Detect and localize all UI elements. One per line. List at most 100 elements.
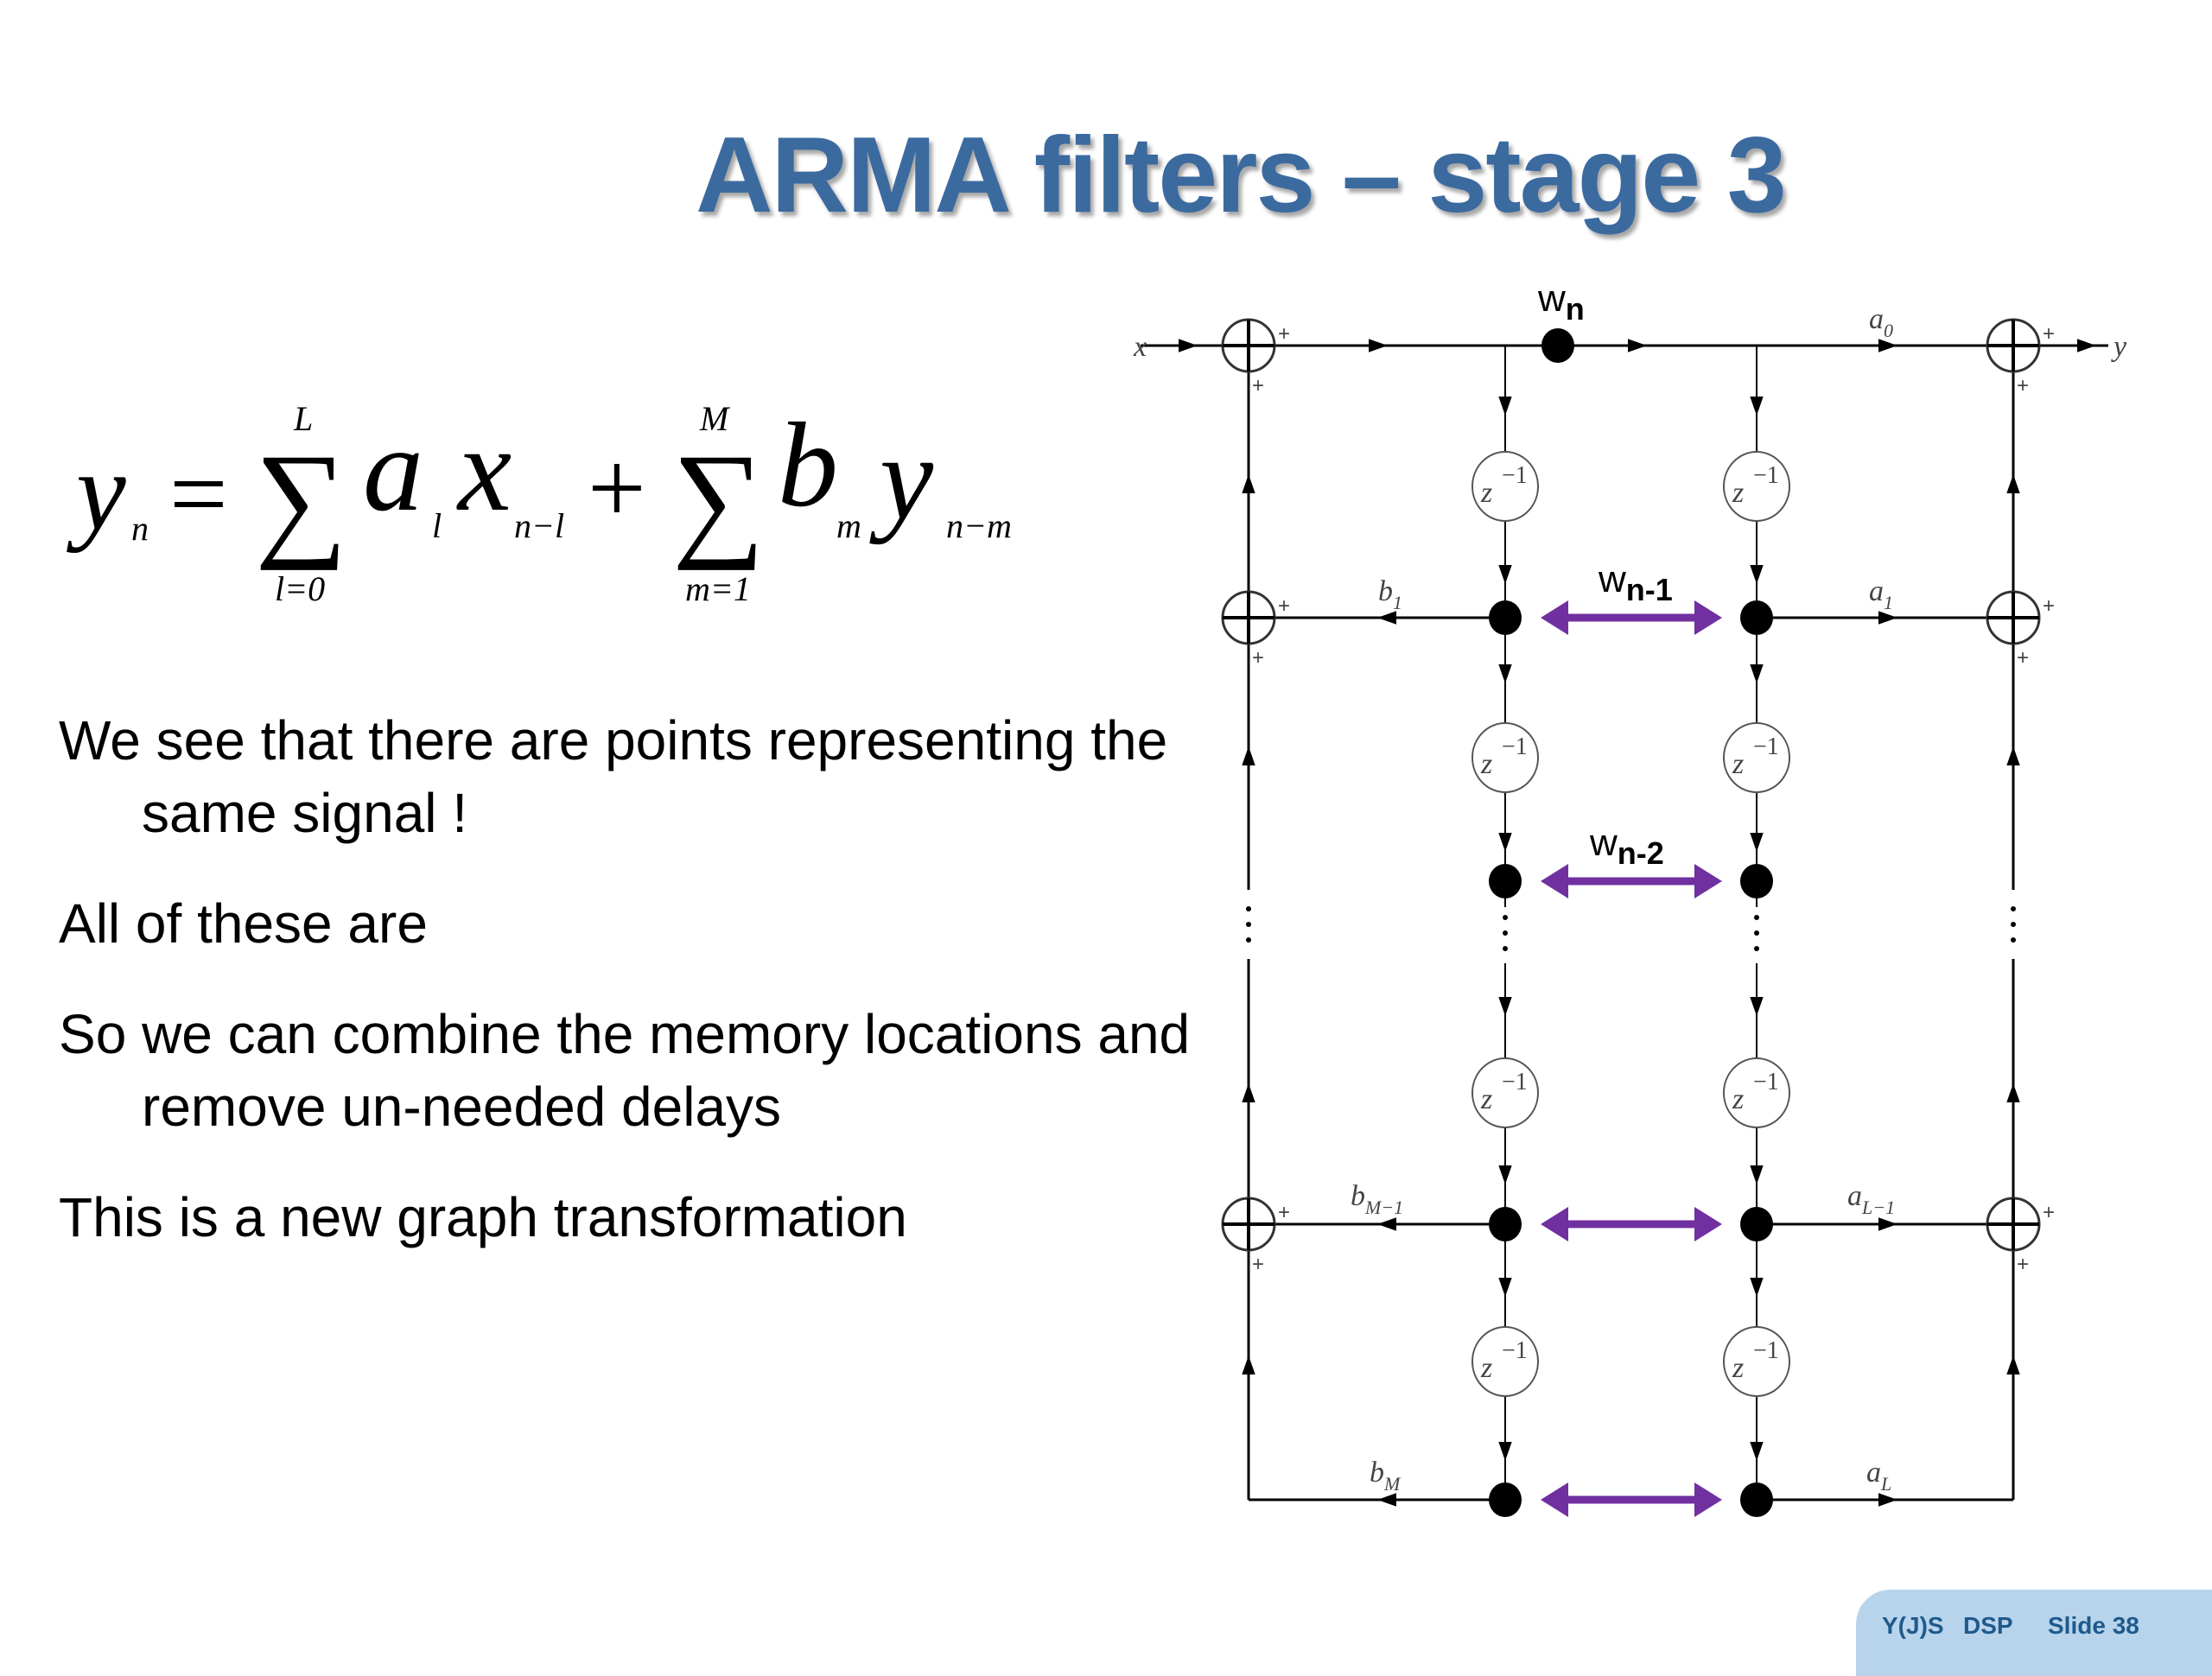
ellipsis-dot <box>1503 915 1508 920</box>
ellipsis-dot <box>1754 946 1759 951</box>
eq-var-y-sub: n−m <box>946 506 1012 545</box>
flow-arrow <box>2006 1355 2020 1374</box>
plus-sign: + <box>2043 594 2055 618</box>
eq-sum2-upper: M <box>699 399 731 438</box>
eq-sum2: ∑ <box>672 428 765 571</box>
eq-var-x: x <box>456 403 512 536</box>
plus-sign: + <box>1252 374 1264 397</box>
footer-slide-number: Slide 38 <box>2048 1612 2139 1639</box>
flow-arrow <box>2006 746 2020 765</box>
ellipsis-dot <box>2011 922 2016 927</box>
eq-coef-a-sub: l <box>432 506 442 545</box>
eq-coef-b-sub: m <box>836 506 861 545</box>
eq-lhs: y <box>67 429 126 554</box>
delay-label: z <box>1732 748 1744 780</box>
delay-exponent: −1 <box>1502 1337 1528 1364</box>
signal-node <box>1740 864 1773 898</box>
delay-element <box>1471 451 1539 522</box>
bullet-3: So we can combine the memory locations a… <box>59 1003 1191 1138</box>
delay-label: z <box>1480 748 1492 780</box>
bullet-4: This is a new graph transformation <box>59 1186 907 1248</box>
signal-node <box>1489 864 1522 898</box>
delay-label: z <box>1732 1352 1744 1384</box>
plus-sign: + <box>1252 646 1264 670</box>
flow-arrow <box>1377 1493 1396 1507</box>
merge-arrowhead-left <box>1541 864 1568 898</box>
eq-sum1-upper: L <box>293 399 313 438</box>
flow-arrow <box>1750 997 1764 1016</box>
flow-arrow <box>1750 1442 1764 1461</box>
slide-title: ARMA filters – stage 3 <box>696 116 1787 235</box>
node-label-wn-2: wn-2 <box>1589 822 1664 871</box>
footer-author: Y(J)S <box>1882 1612 1944 1639</box>
flow-arrow <box>1377 611 1396 625</box>
flow-arrow <box>1498 664 1512 683</box>
bullet-1: We see that there are points representin… <box>59 709 1168 844</box>
plus-sign: + <box>1278 322 1290 346</box>
delay-element <box>1723 451 1790 522</box>
flow-arrow <box>1750 1278 1764 1297</box>
flow-arrow <box>1498 997 1512 1016</box>
merge-arrowhead-left <box>1541 600 1568 635</box>
ellipsis-dot <box>1246 937 1251 943</box>
delay-label: z <box>1480 1083 1492 1115</box>
delay-exponent: −1 <box>1753 733 1779 760</box>
flow-arrow <box>1242 474 1255 493</box>
ellipsis-dot <box>1503 930 1508 936</box>
flow-arrow <box>2006 474 2020 493</box>
eq-lhs-sub: n <box>131 509 149 548</box>
arma-equation: y n = ∑ L l=0 a l x n−l + ∑ M m=1 b m y … <box>67 398 1012 608</box>
flow-arrow <box>1242 746 1255 765</box>
merge-arrowhead-left <box>1541 1207 1568 1241</box>
delay-label: z <box>1732 477 1744 509</box>
signal-node <box>1489 1207 1522 1241</box>
flow-arrow <box>1179 339 1198 352</box>
delay-label: z <box>1480 477 1492 509</box>
flow-arrow <box>1750 833 1764 852</box>
input-label-x: x <box>1133 331 1147 363</box>
coef-bM: bM <box>1370 1457 1402 1495</box>
eq-var-y: y <box>869 411 934 545</box>
plus-sign: + <box>2017 646 2029 670</box>
signal-node <box>1740 1482 1773 1517</box>
delay-element <box>1471 1326 1539 1397</box>
coef-a1: a1 <box>1869 575 1893 613</box>
node-label-wn-1: wn-1 <box>1598 558 1673 607</box>
plus-sign: + <box>2043 1201 2055 1224</box>
flow-arrow <box>1498 833 1512 852</box>
slide-footer: Y(J)S DSP Slide 38 <box>1856 1590 2212 1676</box>
signal-node <box>1489 1482 1522 1517</box>
bullet-2: All of these are <box>59 892 428 955</box>
signal-node <box>1740 1207 1773 1241</box>
merge-arrowhead-right <box>1694 1207 1722 1241</box>
ellipsis-dot <box>1503 946 1508 951</box>
flow-arrow <box>1750 565 1764 584</box>
delay-element <box>1723 1057 1790 1128</box>
delay-exponent: −1 <box>1502 1069 1528 1095</box>
flow-arrow <box>2006 1083 2020 1102</box>
flow-arrow <box>1750 1165 1764 1184</box>
plus-sign: + <box>2017 374 2029 397</box>
plus-sign: + <box>1278 1201 1290 1224</box>
eq-sum1-lower: l=0 <box>275 569 325 608</box>
ellipsis-dot <box>1246 922 1251 927</box>
plus-sign: + <box>2043 322 2055 346</box>
coef-aL-1: aL−1 <box>1847 1180 1895 1218</box>
merge-arrowhead-right <box>1694 1482 1722 1517</box>
ellipsis-dot <box>2011 937 2016 943</box>
eq-coef-b: b <box>778 398 838 532</box>
flow-arrow <box>1377 1217 1396 1231</box>
delay-element <box>1723 1326 1790 1397</box>
node-label-wn: wn <box>1537 277 1585 327</box>
flow-arrow <box>1242 1355 1255 1374</box>
flow-arrow <box>1878 339 1897 352</box>
ellipsis-dot <box>1246 906 1251 911</box>
merge-arrowhead-right <box>1694 864 1722 898</box>
ellipsis-dot <box>2011 906 2016 911</box>
flow-arrow <box>1878 1493 1897 1507</box>
coef-a0: a0 <box>1869 303 1893 341</box>
delay-exponent: −1 <box>1502 462 1528 489</box>
flow-arrow <box>1878 611 1897 625</box>
flow-arrow <box>1498 1442 1512 1461</box>
